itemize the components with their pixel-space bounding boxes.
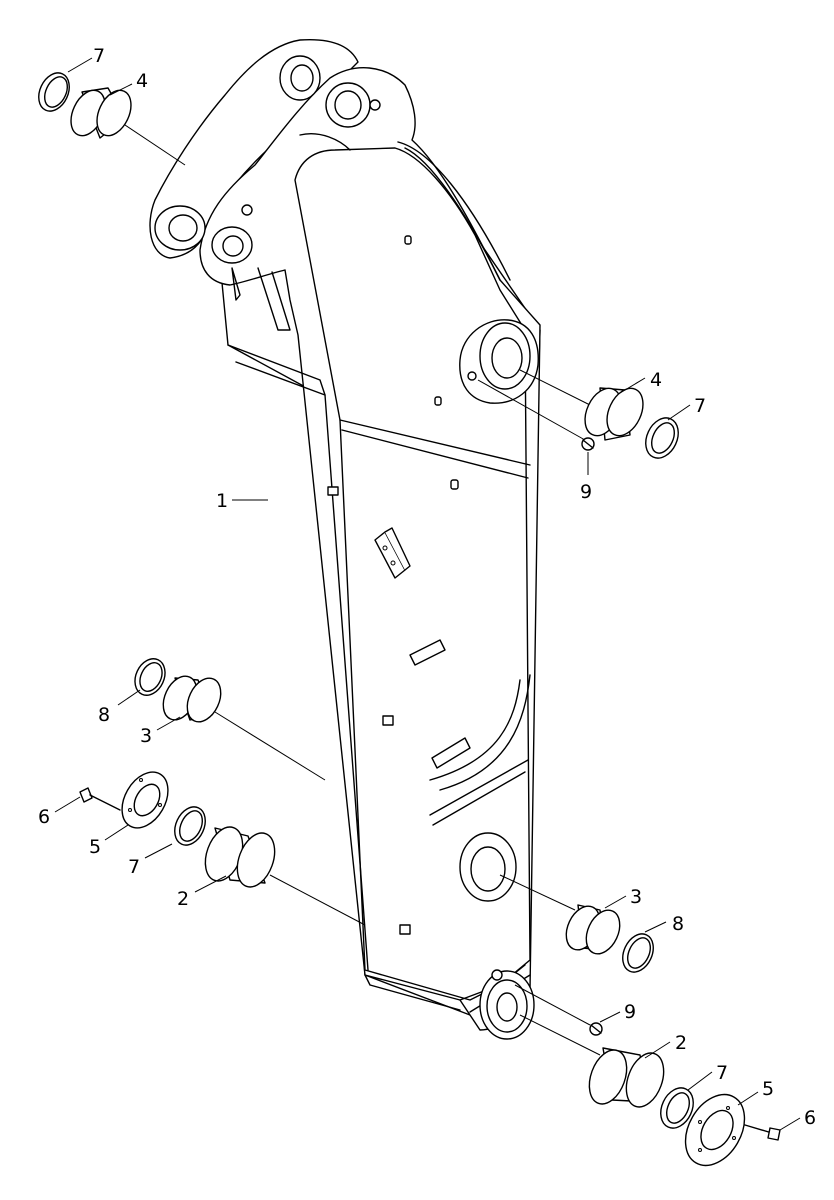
callout-6: 6 — [804, 1107, 816, 1129]
bolt-6-left — [79, 787, 121, 811]
leader-line — [519, 369, 591, 406]
leader-line — [519, 1014, 601, 1056]
callout-4: 4 — [650, 369, 662, 391]
callout-leaders — [54, 57, 801, 1131]
small-lug — [382, 715, 394, 726]
seal-ring-7-left — [174, 806, 206, 846]
callout-7: 7 — [128, 856, 140, 878]
callout-5: 5 — [762, 1078, 774, 1100]
hose-clamp-bracket-lower — [431, 737, 471, 769]
grease-nipple — [404, 235, 412, 245]
lock-plate-5-right — [684, 1093, 746, 1167]
seal-ring-8-right — [622, 933, 654, 973]
callout-3: 3 — [630, 886, 642, 908]
grease-nipple — [450, 479, 459, 490]
bushing-2-right — [588, 1047, 665, 1108]
lock-plate-5-left — [121, 771, 169, 829]
callout-9: 9 — [624, 1001, 636, 1023]
callout-4: 4 — [136, 70, 148, 92]
callout-8: 8 — [98, 704, 110, 726]
seal-ring-7-right-upper — [645, 417, 679, 459]
seal-ring-7-top-left — [38, 72, 70, 112]
callout-9: 9 — [580, 481, 592, 503]
bushing-3-left — [162, 675, 222, 723]
callout-7: 7 — [93, 45, 105, 67]
callout-3: 3 — [140, 725, 152, 747]
leader-line — [499, 874, 576, 911]
small-lug — [399, 924, 411, 935]
callout-7: 7 — [694, 395, 706, 417]
bolt-6-right — [744, 1124, 781, 1141]
plug-9-upper — [581, 437, 595, 451]
callout-labels: 7 4 1 4 7 9 8 3 6 5 7 2 3 8 9 2 7 5 6 — [38, 45, 816, 1129]
small-lug — [327, 486, 339, 496]
callout-1: 1 — [216, 490, 228, 512]
plug-9-lower — [589, 1022, 603, 1036]
hose-clamp-bracket-middle — [409, 639, 446, 666]
leader-line — [269, 874, 366, 926]
leader-line — [477, 379, 586, 441]
callout-8: 8 — [672, 913, 684, 935]
arm-body — [149, 38, 541, 1040]
callout-2: 2 — [177, 888, 189, 910]
leader-line — [124, 124, 186, 166]
bushing-4-top-left — [70, 87, 132, 139]
bushing-3-right — [565, 904, 621, 955]
leader-line — [214, 711, 326, 781]
seal-ring-7-bottom-right — [660, 1087, 694, 1129]
bushing-4-right — [584, 387, 644, 441]
callout-5: 5 — [89, 836, 101, 858]
callout-6: 6 — [38, 806, 50, 828]
seal-ring-8-left — [134, 658, 166, 696]
callout-2: 2 — [675, 1032, 687, 1054]
bushing-2-left — [204, 826, 276, 888]
grease-nipple — [434, 396, 442, 406]
callout-7: 7 — [716, 1062, 728, 1084]
leader-line — [514, 984, 591, 1026]
